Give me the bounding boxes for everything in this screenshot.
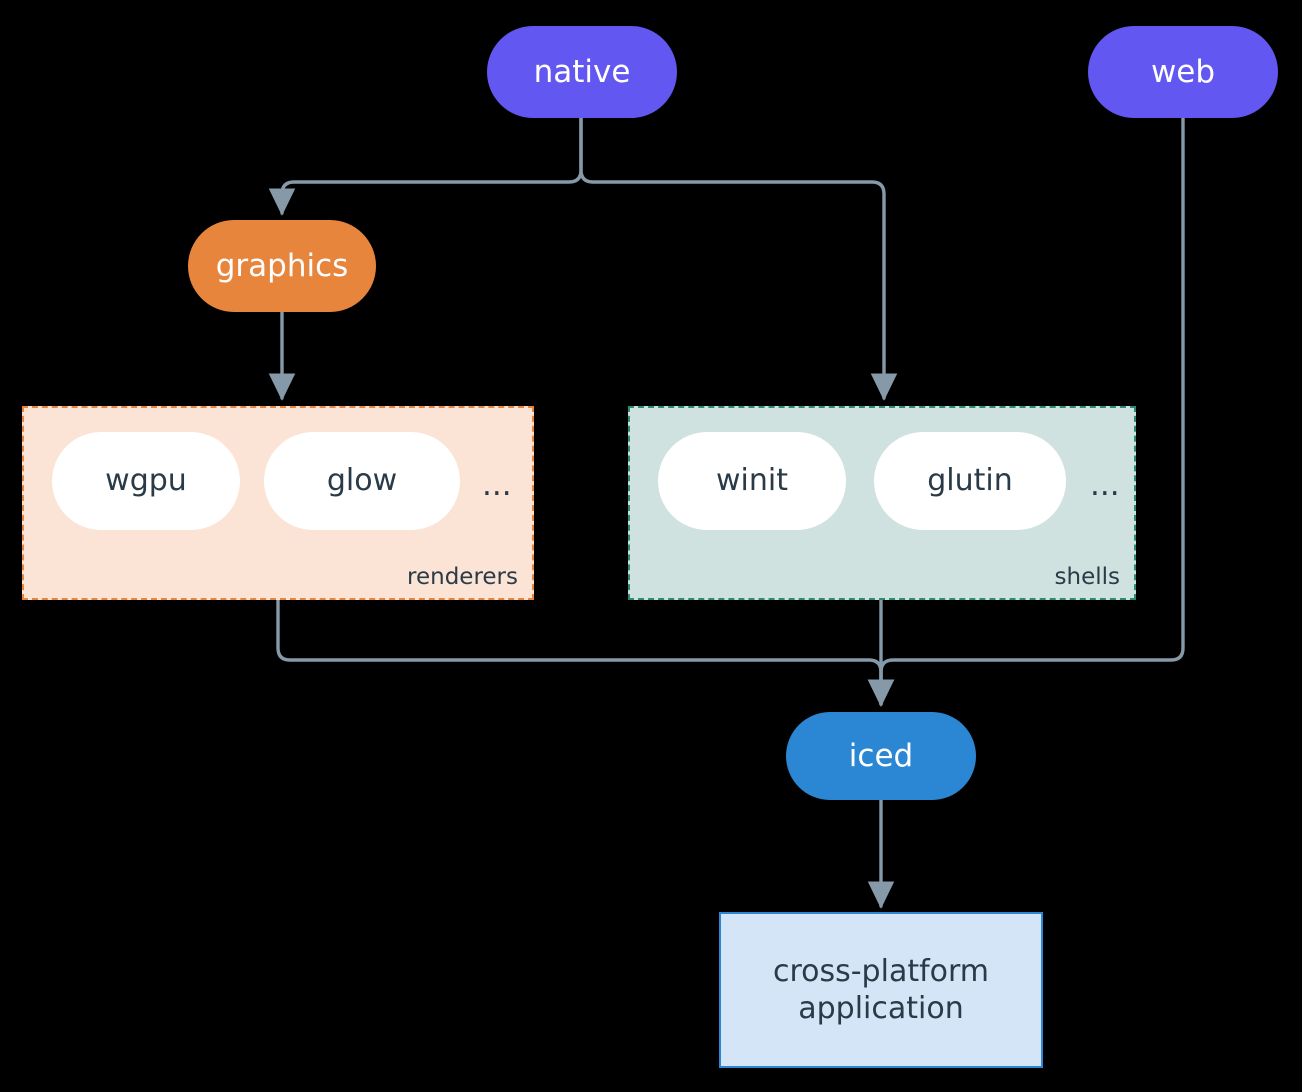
- cluster-renderers: wgpu glow ... renderers: [22, 406, 534, 600]
- renderers-ellipsis: ...: [482, 467, 512, 503]
- shells-ellipsis: ...: [1090, 467, 1120, 503]
- cluster-shells: winit glutin ... shells: [628, 406, 1136, 600]
- node-glow-label: glow: [326, 463, 398, 499]
- edge-native-to-shells: [579, 116, 898, 401]
- edge-renderers-to-iced: [276, 598, 895, 707]
- node-glow[interactable]: glow: [264, 432, 460, 530]
- node-graphics-label: graphics: [215, 247, 349, 284]
- node-web-label: web: [1150, 53, 1216, 90]
- node-application-label-line2: application: [798, 991, 964, 1026]
- cluster-renderers-label: renderers: [407, 564, 518, 590]
- node-wgpu-label: wgpu: [105, 463, 187, 499]
- node-iced-label: iced: [848, 737, 914, 774]
- node-native-label: native: [533, 53, 631, 90]
- node-graphics[interactable]: graphics: [188, 220, 376, 312]
- node-winit-label: winit: [716, 463, 788, 499]
- node-web[interactable]: web: [1088, 26, 1278, 118]
- node-wgpu[interactable]: wgpu: [52, 432, 240, 530]
- cluster-shells-label: shells: [1054, 564, 1120, 590]
- edge-native-to-graphics: [268, 116, 583, 216]
- node-application-label-line1: cross-platform: [772, 953, 990, 989]
- node-native[interactable]: native: [487, 26, 677, 118]
- node-glutin[interactable]: glutin: [874, 432, 1066, 530]
- node-glutin-label: glutin: [927, 463, 1013, 499]
- node-application[interactable]: cross-platform application: [719, 912, 1043, 1068]
- node-iced[interactable]: iced: [786, 712, 976, 800]
- node-winit[interactable]: winit: [658, 432, 846, 530]
